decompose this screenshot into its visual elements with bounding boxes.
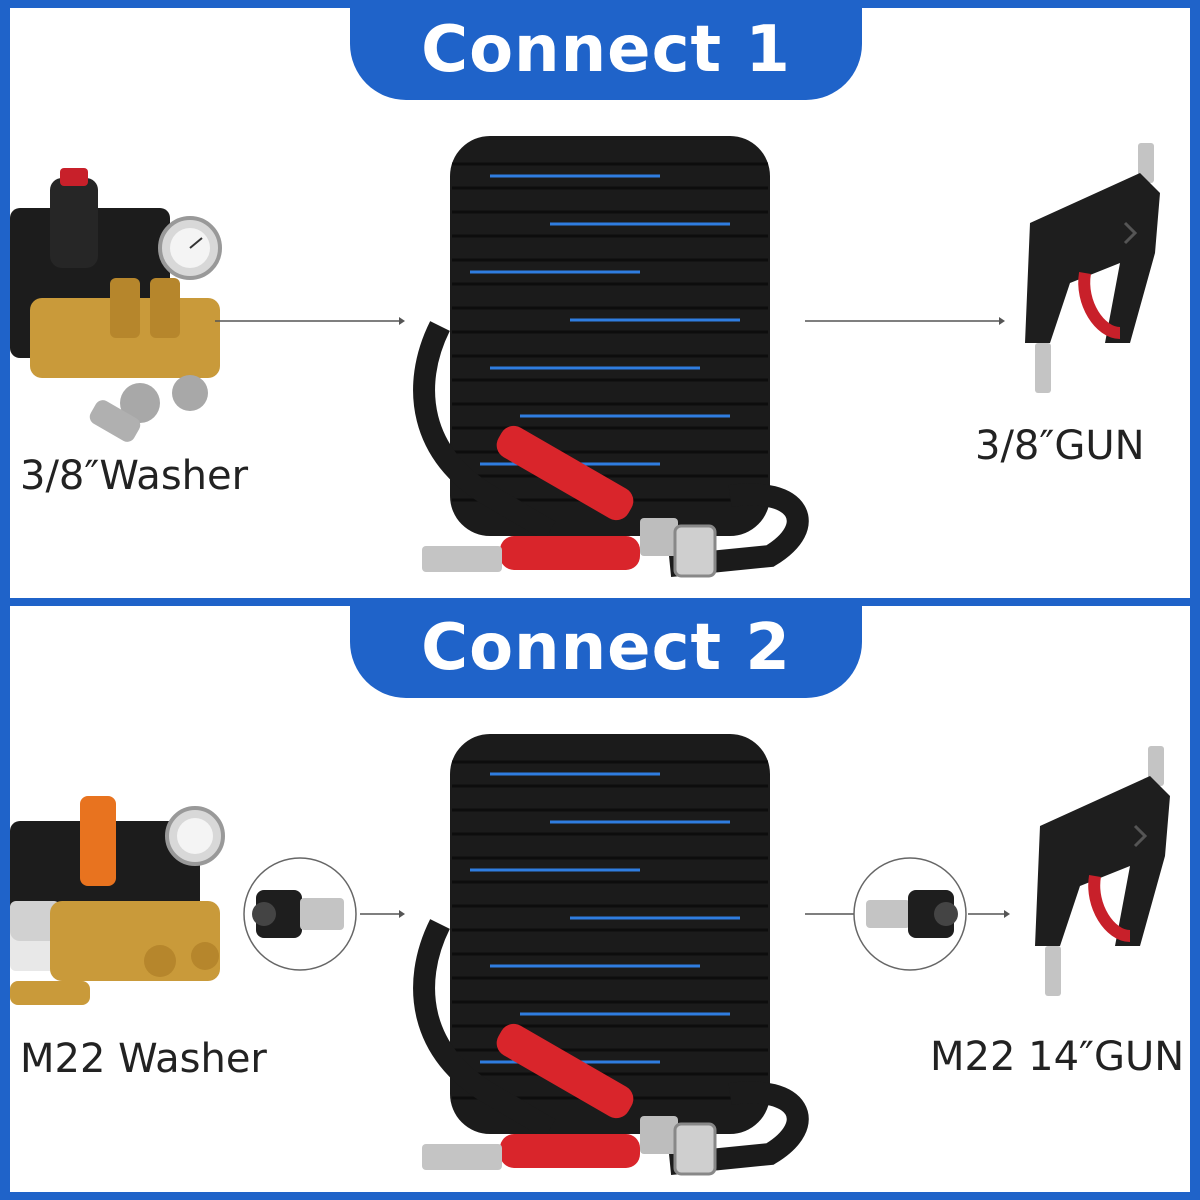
arrow-right-icon (215, 317, 405, 325)
connect-1-panel: Connect 1 3/8″Washer (10, 8, 1190, 598)
connect-2-title: Connect 2 (421, 611, 791, 685)
arrow-right-icon (968, 910, 1010, 918)
adapter-icon (853, 857, 967, 971)
connect-1-washer-label: 3/8″Washer (20, 453, 249, 499)
hose-reel-icon (413, 734, 809, 1176)
connect-1-gun-label: 3/8″GUN (975, 423, 1145, 469)
adapter-icon (243, 857, 357, 971)
connect-1-header: Connect 1 (350, 8, 862, 100)
connect-2-washer-label: M22 Washer (20, 1036, 267, 1082)
spray-gun-icon (1035, 746, 1170, 996)
arrow-right-icon (360, 910, 405, 918)
spray-gun-icon (1025, 143, 1160, 393)
hose-reel-icon (413, 136, 809, 578)
connect-2-header: Connect 2 (350, 606, 862, 698)
arrow-right-icon (805, 913, 855, 915)
connect-2-panel: Connect 2 M22 Washer (10, 606, 1190, 1192)
arrow-right-icon (805, 317, 1005, 325)
pump-icon (10, 168, 222, 442)
connect-2-gun-label: M22 14″GUN (930, 1034, 1185, 1080)
pump-icon (10, 796, 225, 1005)
connect-1-title: Connect 1 (421, 13, 791, 87)
